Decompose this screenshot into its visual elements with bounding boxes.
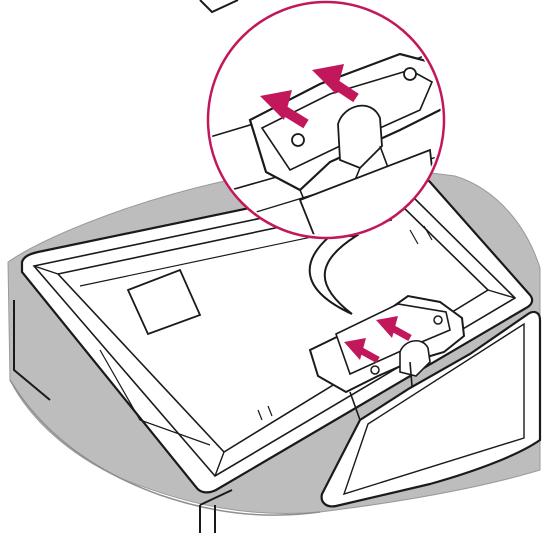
magnifier-detail bbox=[211, 39, 441, 235]
top-box-corner bbox=[199, 0, 239, 14]
tv-vent-lines bbox=[257, 225, 433, 421]
table-edge-left bbox=[13, 300, 51, 401]
table-edge-bottom bbox=[199, 489, 233, 533]
push-arrow-icon bbox=[376, 316, 412, 342]
neck-screw-hole-2 bbox=[433, 315, 443, 325]
neck-screw-hole-1 bbox=[370, 365, 380, 375]
tv-back-step-left bbox=[33, 187, 516, 477]
tv-label-plate bbox=[126, 268, 202, 336]
magnifier-circle bbox=[206, 0, 446, 240]
magnifier-callout bbox=[308, 235, 360, 315]
stand-neck-join bbox=[349, 361, 413, 421]
stand-body-inner bbox=[342, 322, 525, 496]
push-arrow-icon bbox=[260, 90, 309, 129]
cloth-fold bbox=[9, 379, 321, 516]
neck-bracket-slot bbox=[399, 340, 431, 377]
push-arrow-icon bbox=[312, 64, 359, 103]
push-arrow-icon bbox=[344, 338, 380, 364]
